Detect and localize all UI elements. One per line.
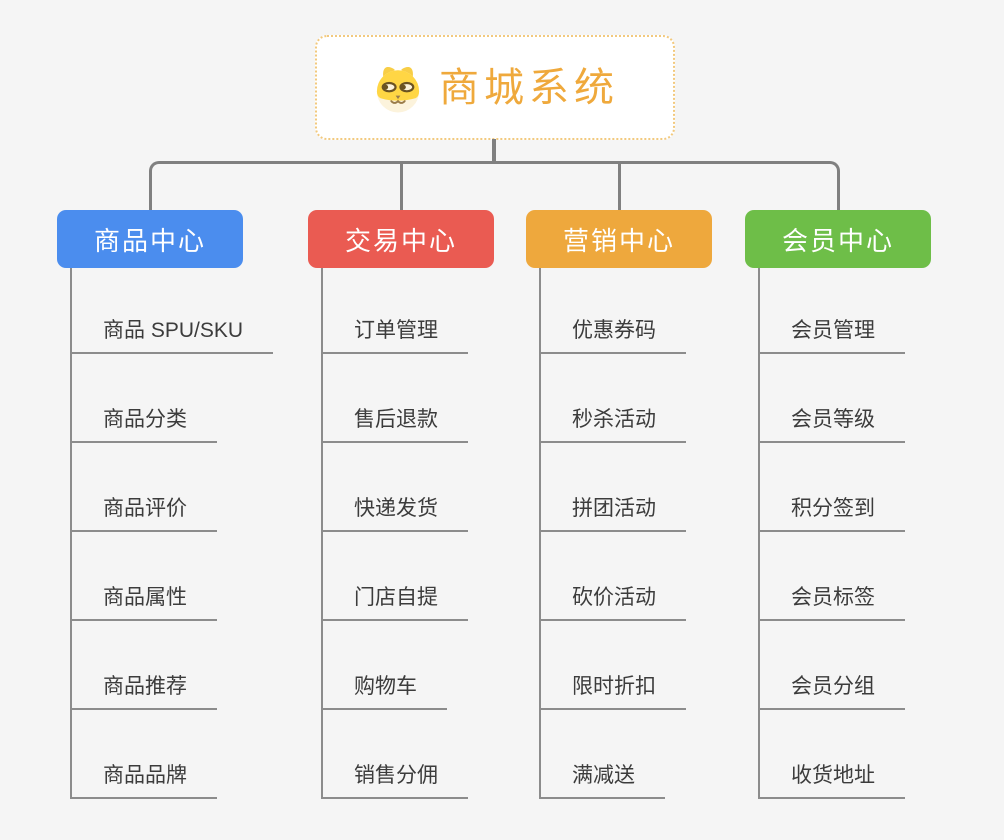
leaf-node[interactable]: 购物车 [321, 674, 447, 710]
branch-node-trade-center[interactable]: 交易中心 [308, 210, 494, 268]
connector-rail-left [149, 161, 493, 211]
branch-label: 商品中心 [93, 225, 206, 256]
leaf-node[interactable]: 会员管理 [758, 318, 905, 354]
leaf-node[interactable]: 快递发货 [321, 496, 468, 532]
connector-trunk [321, 268, 323, 799]
branch-label: 营销中心 [562, 225, 675, 256]
branch-children-product-center: 商品 SPU/SKU 商品分类 商品评价 商品属性 商品推荐 商品品牌 [70, 268, 320, 799]
leaf-node[interactable]: 限时折扣 [539, 674, 686, 710]
connector-rail-right [493, 161, 840, 211]
branch-children-trade-center: 订单管理 售后退款 快递发货 门店自提 购物车 销售分佣 [321, 268, 571, 799]
leaf-node[interactable]: 会员等级 [758, 407, 905, 443]
branch-label: 会员中心 [781, 225, 894, 256]
leaf-node[interactable]: 商品推荐 [70, 674, 217, 710]
connector-trunk [70, 268, 72, 799]
leaf-node[interactable]: 优惠券码 [539, 318, 686, 354]
leaf-node[interactable]: 商品属性 [70, 585, 217, 621]
leaf-node[interactable]: 砍价活动 [539, 585, 686, 621]
leaf-node[interactable]: 会员标签 [758, 585, 905, 621]
branch-children-marketing-center: 优惠券码 秒杀活动 拼团活动 砍价活动 限时折扣 满减送 [539, 268, 789, 799]
leaf-node[interactable]: 满减送 [539, 763, 665, 799]
leaf-node[interactable]: 销售分佣 [321, 763, 468, 799]
branch-children-member-center: 会员管理 会员等级 积分签到 会员标签 会员分组 收货地址 [758, 268, 1004, 799]
leaf-node[interactable]: 会员分组 [758, 674, 905, 710]
leaf-node[interactable]: 商品评价 [70, 496, 217, 532]
leaf-node[interactable]: 门店自提 [321, 585, 468, 621]
leaf-node[interactable]: 订单管理 [321, 318, 468, 354]
leaf-node[interactable]: 秒杀活动 [539, 407, 686, 443]
leaf-node[interactable]: 拼团活动 [539, 496, 686, 532]
leaf-node[interactable]: 收货地址 [758, 763, 905, 799]
root-title: 商城系统 [439, 65, 619, 110]
connector-drop-trade [400, 163, 403, 210]
connector-drop-marketing [618, 163, 621, 210]
leaf-node[interactable]: 售后退款 [321, 407, 468, 443]
branch-node-product-center[interactable]: 商品中心 [57, 210, 243, 268]
branch-node-member-center[interactable]: 会员中心 [745, 210, 931, 268]
branch-node-marketing-center[interactable]: 营销中心 [526, 210, 712, 268]
connector-root-stem [492, 139, 496, 164]
leaf-node[interactable]: 商品分类 [70, 407, 217, 443]
connector-trunk [539, 268, 541, 799]
root-node-mall-system[interactable]: 商城系统 [315, 35, 675, 140]
leaf-node[interactable]: 商品 SPU/SKU [70, 318, 274, 354]
doge-icon [376, 66, 420, 112]
connector-trunk [758, 268, 760, 799]
leaf-node[interactable]: 商品品牌 [70, 763, 217, 799]
leaf-node[interactable]: 积分签到 [758, 496, 905, 532]
branch-label: 交易中心 [344, 225, 457, 256]
